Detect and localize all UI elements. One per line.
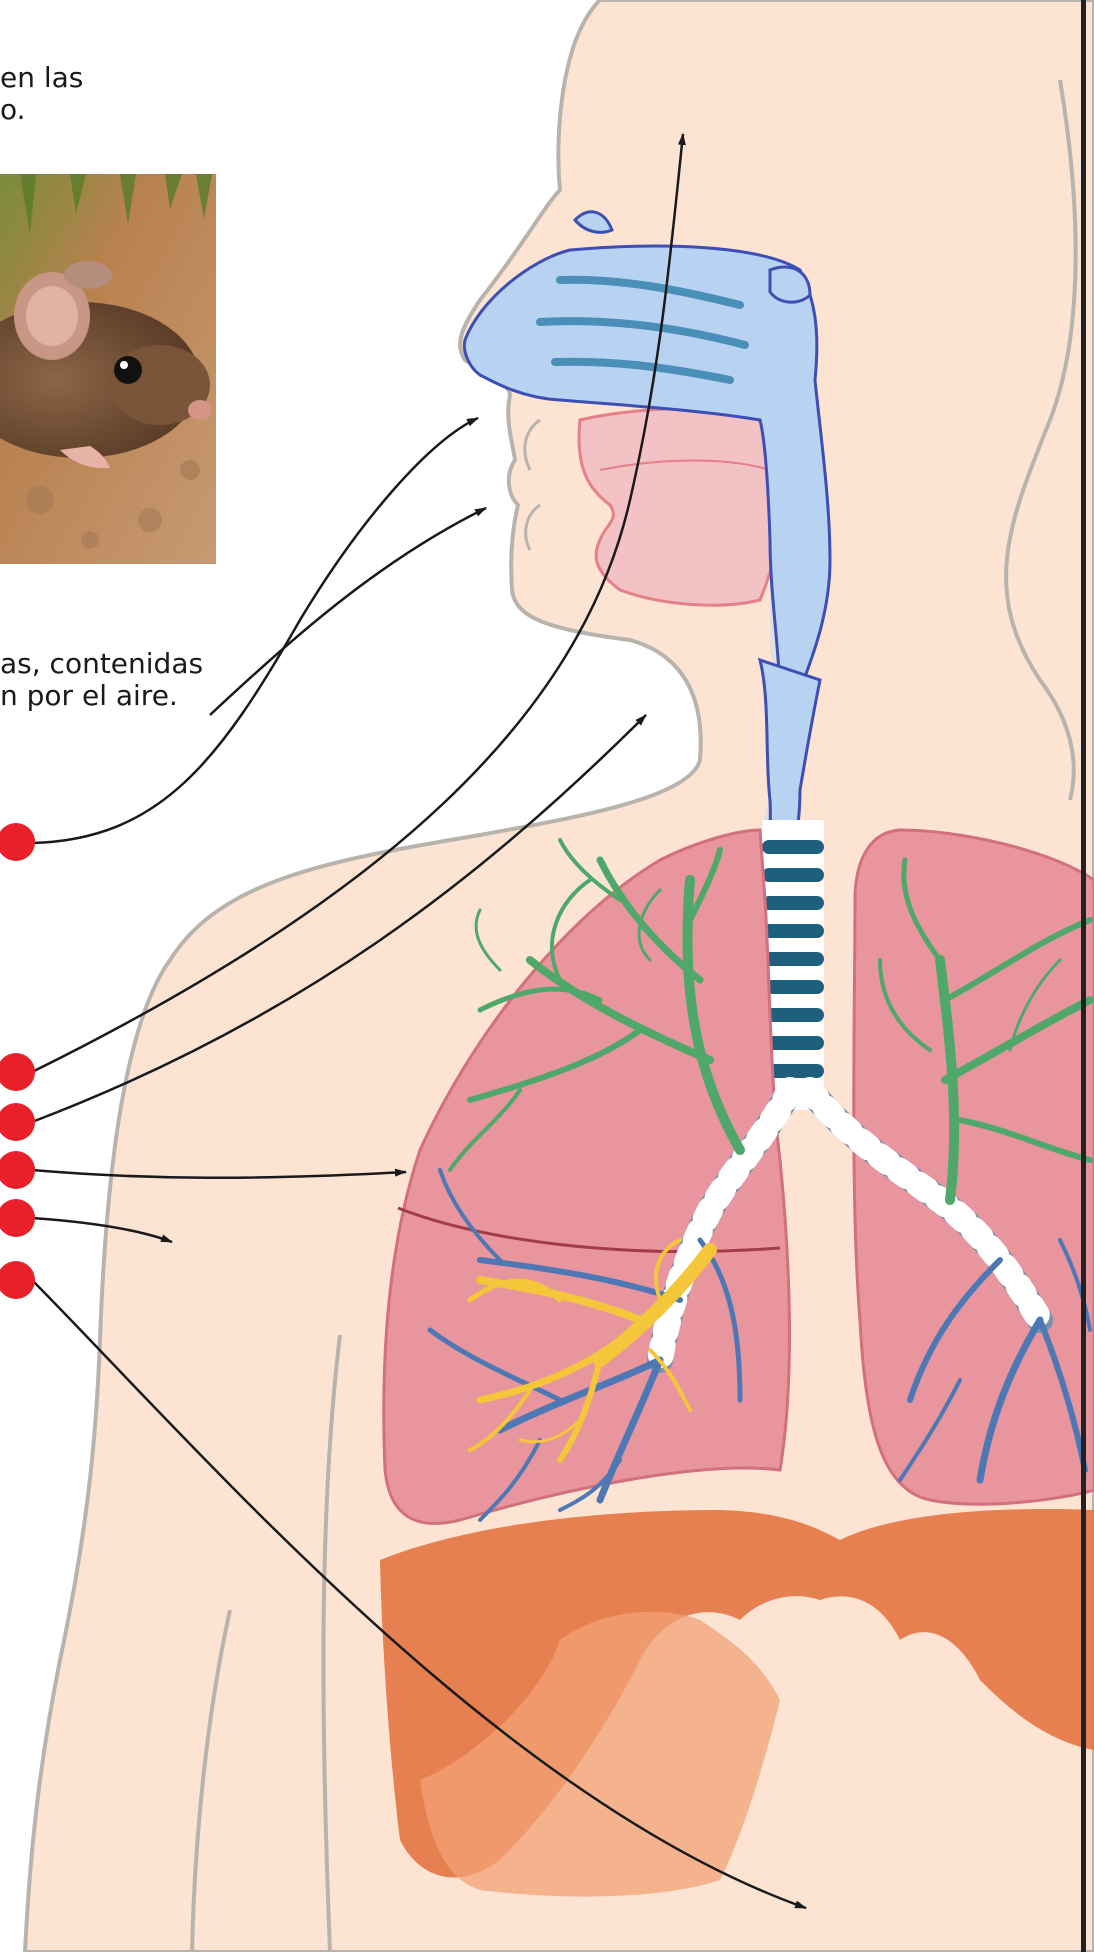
page-border-line (1081, 0, 1086, 1952)
mouse-photo (0, 174, 216, 564)
arrow-to-mouth (210, 508, 486, 715)
oral-cavity (579, 408, 783, 605)
